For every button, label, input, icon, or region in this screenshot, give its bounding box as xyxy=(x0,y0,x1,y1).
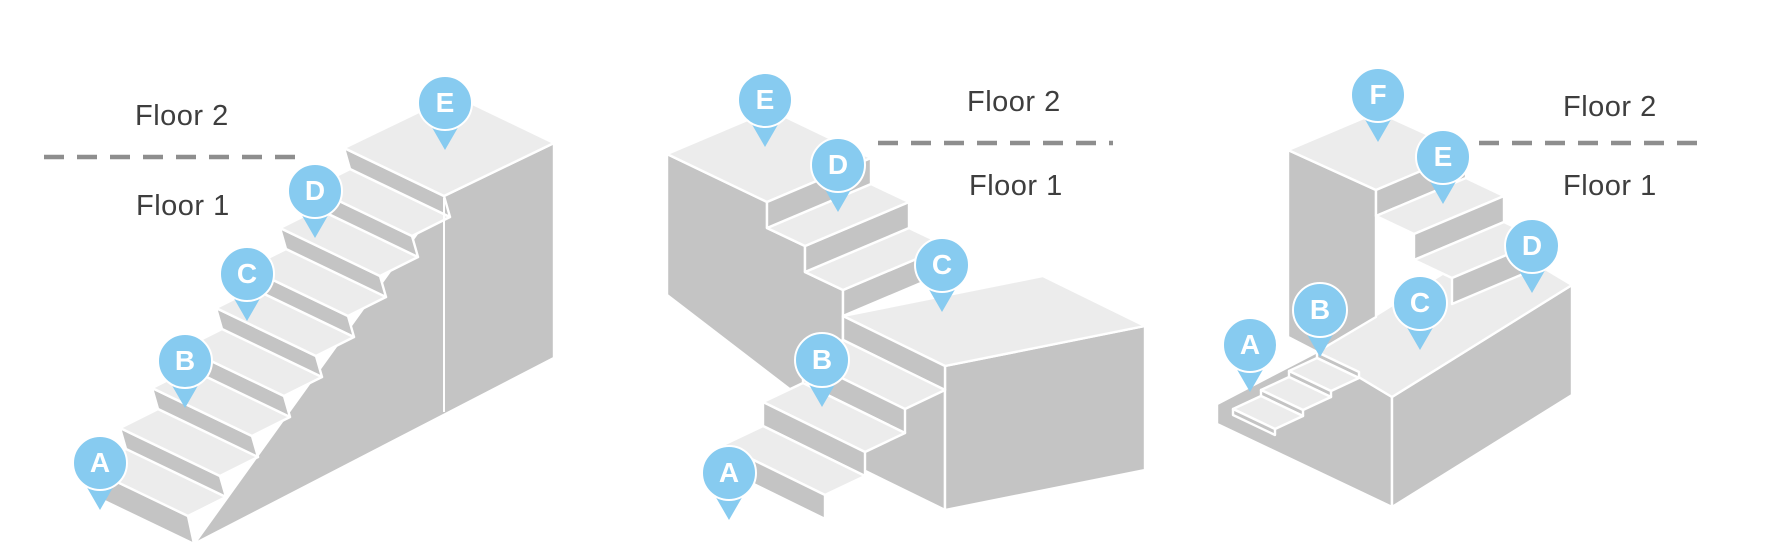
location-pin-b: B xyxy=(794,332,850,407)
floor-1-label: Floor 1 xyxy=(1563,170,1657,202)
location-pin-c: C xyxy=(1392,275,1448,350)
location-pin-b: B xyxy=(157,333,213,408)
pin-c-label: C xyxy=(914,237,970,293)
location-pin-c: C xyxy=(219,246,275,321)
pin-e-label: E xyxy=(1415,129,1471,185)
location-pin-a: A xyxy=(1222,317,1278,392)
pin-e-label: E xyxy=(737,72,793,128)
location-pin-d: D xyxy=(1504,218,1560,293)
bottom-riser xyxy=(1231,407,1277,437)
diagram-straight-staircase: Floor 2 Floor 1 A B C D E xyxy=(0,0,593,546)
location-pin-e: E xyxy=(417,75,473,150)
pin-a-label: A xyxy=(701,445,757,501)
diagram-staircase-mid-landing: Floor 2 Floor 1 A B C D E xyxy=(593,0,1186,546)
pin-d-label: D xyxy=(1504,218,1560,274)
pin-c-label: C xyxy=(1392,275,1448,331)
location-pin-e: E xyxy=(1415,129,1471,204)
pin-b-label: B xyxy=(157,333,213,389)
mid-landing-staircase-illustration xyxy=(665,108,1147,521)
location-pin-a: A xyxy=(72,435,128,510)
large-landing-staircase-illustration xyxy=(1215,110,1705,509)
pin-b-label: B xyxy=(1292,282,1348,338)
floor-2-label: Floor 2 xyxy=(1563,91,1657,123)
diagram-staircase-large-landing: Floor 2 Floor 1 A B C D E F xyxy=(1187,0,1780,546)
floor-1-label: Floor 1 xyxy=(969,170,1063,202)
location-pin-e: E xyxy=(737,72,793,147)
pin-a-label: A xyxy=(72,435,128,491)
pin-f-label: F xyxy=(1350,67,1406,123)
floor-2-label: Floor 2 xyxy=(135,100,229,132)
pin-a-label: A xyxy=(1222,317,1278,373)
location-pin-b: B xyxy=(1292,282,1348,357)
floor-2-label: Floor 2 xyxy=(967,86,1061,118)
pin-d-label: D xyxy=(287,163,343,219)
location-pin-a: A xyxy=(701,445,757,520)
pin-d-label: D xyxy=(810,137,866,193)
pin-b-label: B xyxy=(794,332,850,388)
location-pin-d: D xyxy=(287,163,343,238)
pin-e-label: E xyxy=(417,75,473,131)
floor-1-label: Floor 1 xyxy=(136,190,230,222)
location-pin-f: F xyxy=(1350,67,1406,142)
location-pin-c: C xyxy=(914,237,970,312)
location-pin-d: D xyxy=(810,137,866,212)
pin-c-label: C xyxy=(219,246,275,302)
